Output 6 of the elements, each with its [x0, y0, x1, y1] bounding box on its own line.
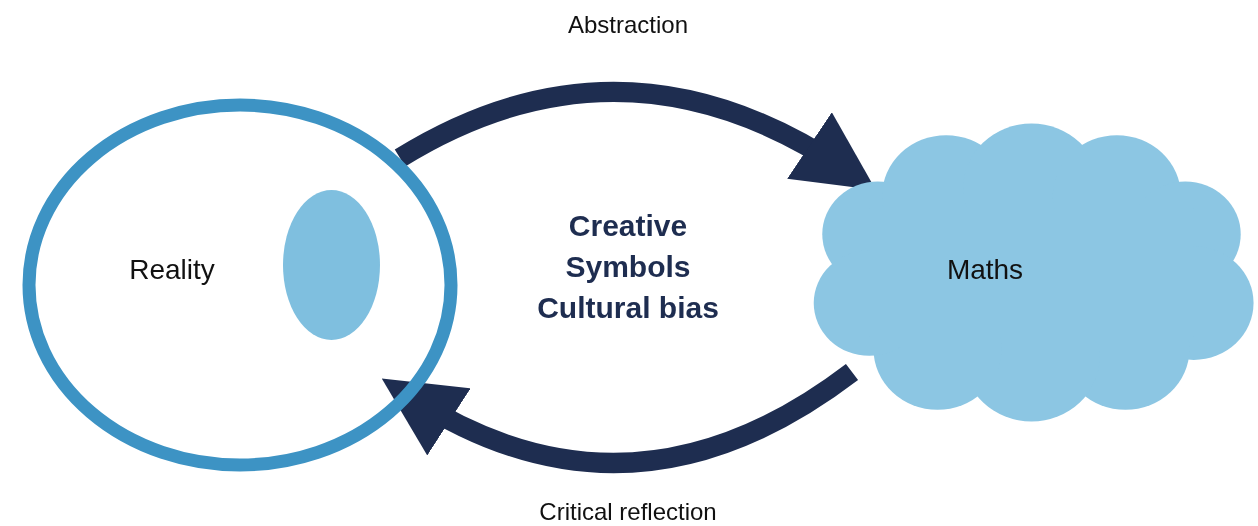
- center-label: Cultural bias: [537, 291, 719, 325]
- center-label: Creative: [568, 209, 688, 243]
- node-label: Reality: [129, 254, 215, 286]
- curved-arrow: [380, 363, 858, 473]
- node-label: Maths: [946, 254, 1024, 286]
- center-label: Symbols: [565, 250, 691, 284]
